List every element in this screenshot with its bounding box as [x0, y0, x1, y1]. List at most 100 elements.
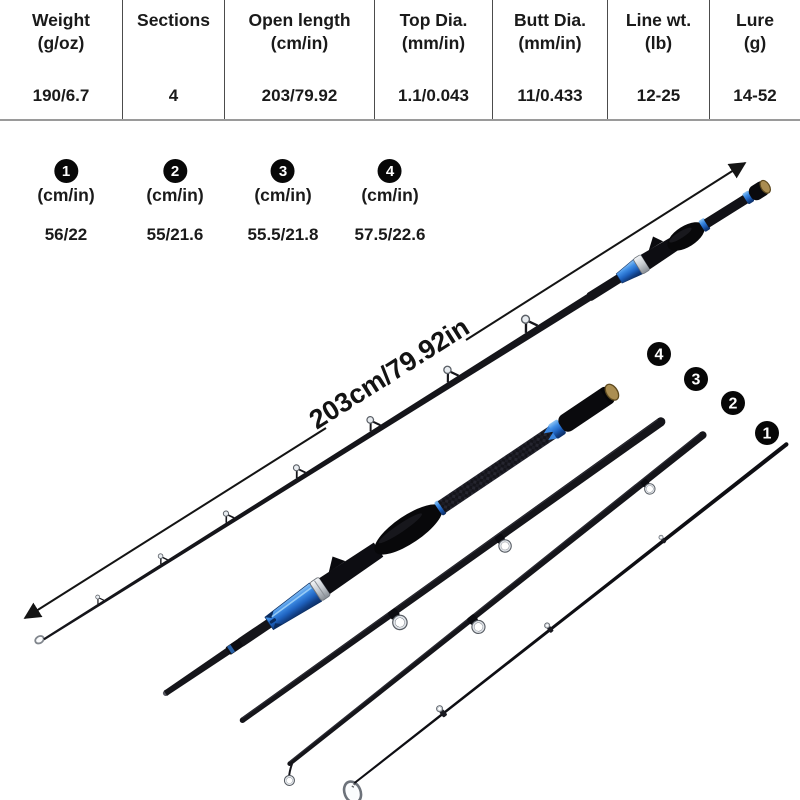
spec-table: Weight (g/oz) 190/6.7 Sections 4 Open le… [0, 0, 800, 121]
nut-notch [269, 618, 277, 624]
part-badge-4: 4 [647, 342, 671, 366]
spec-value: 1.1/0.043 [398, 86, 469, 105]
badge-circle [755, 421, 779, 445]
carbon-weave-blank [437, 425, 559, 513]
blank-highlight [289, 433, 701, 763]
spec-col-weight: Weight (g/oz) 190/6.7 [0, 0, 123, 119]
section-unit: (cm/in) [37, 185, 95, 205]
assembled-rod [34, 179, 772, 645]
blue-band [698, 218, 711, 232]
spec-col-lure: Lure (g) 14-52 [710, 0, 800, 119]
spec-header-line1: Weight [31, 10, 90, 30]
winding-check-point [543, 424, 554, 434]
spec-header-line2: (mm/in) [518, 33, 582, 53]
section-value: 55/21.6 [146, 225, 204, 244]
line-guide [467, 614, 486, 635]
spec-header-line2: (cm/in) [270, 33, 329, 53]
rod-blank [288, 432, 706, 766]
rod-section-2 [283, 431, 707, 786]
badge-circle [721, 391, 745, 415]
grip-blue-ring [434, 500, 447, 516]
spec-header-line2: (lb) [644, 33, 673, 53]
mid-blank [238, 618, 274, 647]
badge-number: 1 [763, 426, 772, 443]
blank-end [287, 761, 292, 766]
section-value: 56/22 [44, 225, 88, 244]
butt-cap-face [604, 383, 620, 401]
badge-number: 2 [729, 396, 738, 413]
spec-header-line1: Butt Dia. [514, 10, 586, 30]
section-number-badge: 4 [378, 159, 402, 183]
arrow-segment-lower [23, 427, 327, 619]
eva-grip [667, 222, 705, 251]
section-number-badge: 3 [271, 159, 295, 183]
winding-check-blue [548, 419, 566, 439]
section-number-badge: 2 [163, 159, 187, 183]
spec-value: 190/6.7 [32, 86, 90, 105]
badge-circle [684, 367, 708, 391]
line-guide [640, 478, 656, 495]
line-guide [222, 510, 235, 523]
section-unit: (cm/in) [146, 185, 204, 205]
badge-circle [647, 342, 671, 366]
tip-guide-loop [342, 780, 363, 800]
spec-value: 14-52 [733, 86, 777, 105]
spec-value: 12-25 [636, 86, 681, 105]
section-length-item-4: 4 (cm/in) 57.5/22.6 [354, 159, 426, 245]
eva-grip-highlight [378, 513, 423, 544]
silver-ring-groove [314, 580, 327, 598]
lower-blank [163, 647, 232, 696]
spec-header: Butt Dia. (mm/in) [514, 9, 586, 55]
nut-notch [273, 623, 283, 630]
spec-header-line1: Open length [248, 10, 351, 30]
end-guide-ring [284, 775, 294, 785]
line-guide [658, 534, 667, 544]
spec-col-open-length: Open length (cm/in) 203/79.92 [225, 0, 375, 119]
rod-section-4 [162, 383, 620, 697]
measurement-arrow [23, 162, 747, 619]
section-length-item-3: 3 (cm/in) 55.5/21.8 [247, 159, 319, 245]
reel-seat-nut [264, 582, 323, 631]
section-value: 55.5/21.8 [247, 225, 319, 244]
line-guide [157, 553, 169, 565]
spec-col-sections: Sections 4 [123, 0, 225, 119]
spec-value: 4 [168, 86, 179, 105]
butt-cap [558, 386, 615, 432]
spec-header-line1: Lure [736, 10, 774, 30]
section-unit: (cm/in) [254, 185, 312, 205]
line-guide [494, 533, 512, 553]
line-guide [292, 464, 306, 479]
line-guide [388, 608, 408, 631]
spec-header: Open length (cm/in) [248, 9, 350, 55]
arrow-segment-upper [465, 162, 747, 341]
line-guide [95, 594, 105, 604]
spec-header: Weight (g/oz) [32, 9, 90, 55]
reel-seat-trigger [648, 236, 664, 251]
badge-number: 4 [655, 347, 664, 364]
line-guide [520, 314, 539, 333]
spec-header-line2: (g) [743, 33, 767, 53]
section-value: 57.5/22.6 [354, 225, 426, 244]
blank-highlight [241, 419, 659, 719]
reel-seat-trigger [328, 556, 346, 573]
section-length-item-1: 1 (cm/in) 56/22 [37, 159, 95, 245]
spec-col-butt-dia: Butt Dia. (mm/in) 11/0.433 [493, 0, 608, 119]
butt-blue-ring [742, 190, 755, 204]
eva-grip [374, 504, 443, 555]
blank-end [784, 442, 789, 447]
rod-blank [43, 274, 623, 641]
spec-col-top-dia: Top Dia. (mm/in) 1.1/0.043 [375, 0, 493, 119]
line-guide [436, 705, 447, 718]
rod-blank [353, 442, 788, 784]
section-length-item-2: 2 (cm/in) 55/21.6 [146, 159, 204, 245]
spec-header-line2: (mm/in) [401, 33, 466, 53]
spec-header: Lure (g) [736, 9, 774, 55]
reel-seat-body [319, 542, 384, 594]
nut-highlight [271, 587, 312, 618]
eva-grip-highlight [669, 227, 692, 243]
rear-blank [703, 194, 750, 228]
spec-header-line1: Line wt. [625, 10, 692, 30]
part-badge-1: 1 [755, 421, 779, 445]
blank-end [656, 417, 666, 427]
part-badge-3: 3 [684, 367, 708, 391]
